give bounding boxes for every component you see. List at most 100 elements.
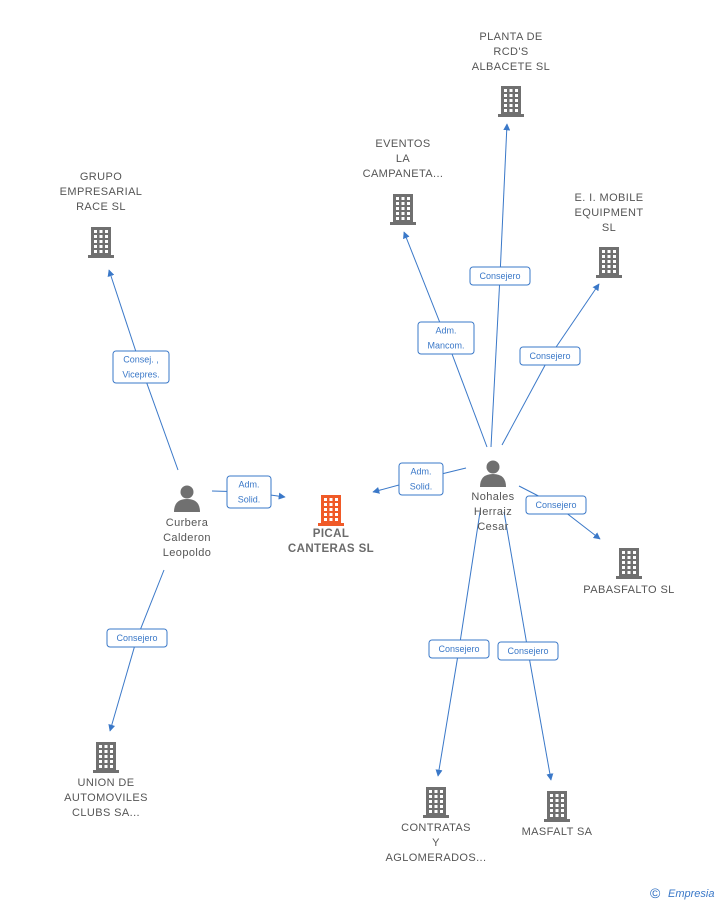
node-label: CAMPANETA... xyxy=(363,168,444,180)
node-label: LA xyxy=(396,153,411,165)
role-badge[interactable] xyxy=(417,321,475,355)
masfalt-building-icon xyxy=(544,791,570,822)
node-label: AGLOMERADOS... xyxy=(386,852,487,864)
ei-mobile-building-icon xyxy=(596,247,622,278)
role-label: Consejero xyxy=(116,633,157,643)
edge-arrow xyxy=(403,231,447,339)
node-label: CANTERAS SL xyxy=(288,543,374,555)
node-label: CONTRATAS xyxy=(401,822,471,834)
node-label: Leopoldo xyxy=(163,547,211,559)
node-label: Curbera xyxy=(166,517,209,529)
grupo-building-icon xyxy=(88,227,114,258)
footer-brand[interactable]: © Empresia xyxy=(650,885,714,901)
role-label: Solid. xyxy=(238,495,261,505)
role-label: Vicepres. xyxy=(122,370,159,380)
role-badge[interactable] xyxy=(525,495,587,515)
edge-nohales-masfalt[interactable]: Consejero xyxy=(497,511,559,781)
role-label: Consejero xyxy=(535,500,576,510)
pabasfalto-building-icon xyxy=(616,548,642,579)
node-label: SL xyxy=(602,222,616,234)
nohales-person-icon xyxy=(480,460,506,487)
role-badge[interactable] xyxy=(428,639,490,659)
edge-nohales-pabasfalto[interactable]: Consejero xyxy=(518,485,601,540)
node-label: PLANTA DE xyxy=(479,31,542,43)
node-contratas[interactable]: CONTRATAS Y AGLOMERADOS... xyxy=(386,787,487,864)
node-ei-mobile[interactable]: E. I. MOBILE EQUIPMENT SL xyxy=(575,192,644,278)
role-badge[interactable] xyxy=(106,628,168,648)
node-pabasfalto[interactable]: PABASFALTO SL xyxy=(583,548,674,596)
curbera-person-icon xyxy=(174,485,200,512)
node-label: ALBACETE SL xyxy=(472,61,550,73)
role-label: Adm. xyxy=(410,467,431,477)
role-badge[interactable] xyxy=(226,475,272,509)
role-badge[interactable] xyxy=(469,266,531,286)
edge-line xyxy=(136,569,165,639)
node-label: UNION DE xyxy=(78,777,135,789)
edge-nohales-contratas[interactable]: Consejero xyxy=(428,511,490,777)
node-grupo[interactable]: GRUPO EMPRESARIAL RACE SL xyxy=(60,171,143,258)
node-label: Herraiz xyxy=(474,506,512,518)
role-badge[interactable] xyxy=(112,350,170,384)
edge-arrow xyxy=(527,650,554,781)
node-label: RCD'S xyxy=(493,46,528,58)
role-label: Consej. , xyxy=(123,355,159,365)
node-eventos[interactable]: EVENTOS LA CAMPANETA... xyxy=(363,138,444,225)
node-label: CLUBS SA... xyxy=(72,807,140,819)
edge-line xyxy=(140,366,179,471)
edge-line xyxy=(490,275,501,448)
edge-arrow xyxy=(108,637,138,732)
node-label: EQUIPMENT xyxy=(575,207,644,219)
node-label: PICAL xyxy=(313,528,350,540)
edge-nohales-planta[interactable]: Consejero xyxy=(469,123,531,448)
node-label: Nohales xyxy=(471,491,514,503)
edge-curbera-pical[interactable]: Adm. Solid. xyxy=(211,475,286,509)
node-label: RACE SL xyxy=(76,201,126,213)
node-label: MASFALT SA xyxy=(522,826,593,838)
edges-layer: Adm.Solid.Consej. ,Vicepres.ConsejeroAdm… xyxy=(106,123,601,781)
edge-arrow xyxy=(549,283,600,357)
node-label: PABASFALTO SL xyxy=(583,584,674,596)
edge-curbera-grupo[interactable]: Consej. , Vicepres. xyxy=(107,269,179,471)
planta-building-icon xyxy=(498,86,524,117)
copyright-symbol: © xyxy=(650,885,661,901)
edge-line xyxy=(445,337,488,448)
node-planta[interactable]: PLANTA DE RCD'S ALBACETE SL xyxy=(472,31,550,117)
edge-arrow xyxy=(499,123,511,277)
node-union[interactable]: UNION DE AUTOMOVILES CLUBS SA... xyxy=(64,742,148,819)
role-badge[interactable] xyxy=(398,462,444,496)
pical-building-icon xyxy=(318,495,344,526)
node-label: Y xyxy=(432,837,440,849)
union-building-icon xyxy=(93,742,119,773)
node-label: Calderon xyxy=(163,532,211,544)
role-label: Mancom. xyxy=(427,341,464,351)
edge-line xyxy=(501,355,551,446)
edge-curbera-union[interactable]: Consejero xyxy=(106,569,168,732)
edge-line xyxy=(503,511,529,652)
role-label: Consejero xyxy=(529,351,570,361)
edge-nohales-pical[interactable]: Adm. Solid. xyxy=(372,462,467,496)
role-label: Consejero xyxy=(438,644,479,654)
role-label: Consejero xyxy=(507,646,548,656)
role-label: Solid. xyxy=(410,482,433,492)
contratas-building-icon xyxy=(423,787,449,818)
edge-nohales-eventos[interactable]: Adm. Mancom. xyxy=(403,231,488,448)
node-label: EMPRESARIAL xyxy=(60,186,143,198)
edge-nohales-ei_mobile[interactable]: Consejero xyxy=(501,283,600,446)
role-badge[interactable] xyxy=(497,641,559,661)
node-label: GRUPO xyxy=(80,171,122,183)
node-label: E. I. MOBILE xyxy=(575,192,644,204)
role-badge[interactable] xyxy=(519,346,581,366)
node-label: EVENTOS xyxy=(375,138,430,150)
role-label: Adm. xyxy=(238,480,259,490)
role-label: Adm. xyxy=(435,326,456,336)
edge-arrow xyxy=(435,648,460,777)
node-pical[interactable]: PICAL CANTERAS SL xyxy=(288,495,374,555)
node-label: Cesar xyxy=(477,521,508,533)
node-label: AUTOMOVILES xyxy=(64,792,148,804)
node-masfalt[interactable]: MASFALT SA xyxy=(522,791,593,838)
brand-logo-text: Empresia xyxy=(668,888,714,900)
